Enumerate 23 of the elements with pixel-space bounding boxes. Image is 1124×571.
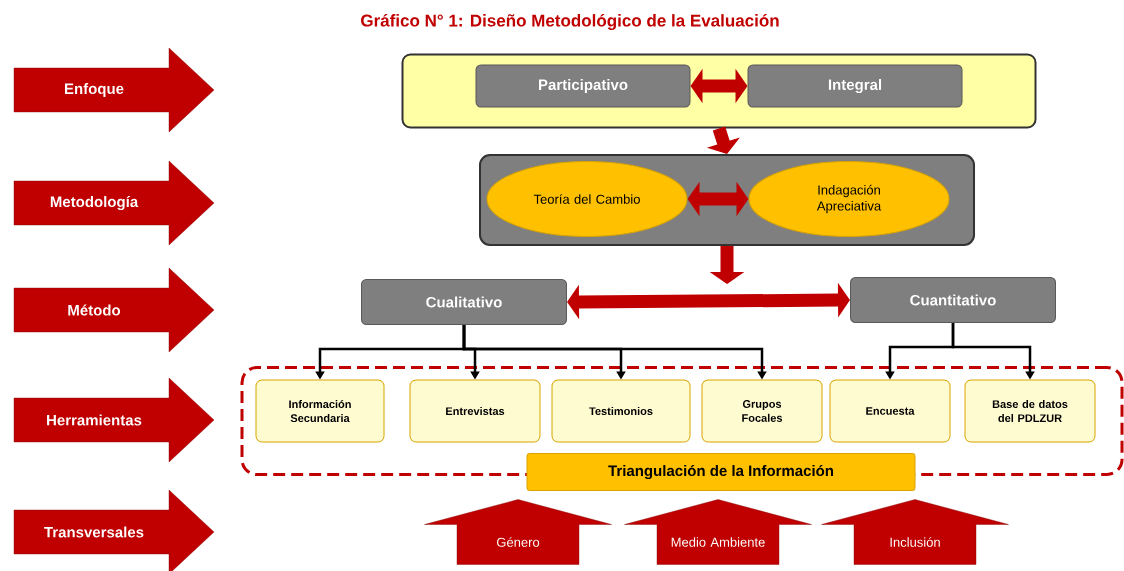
tool-box: Grupos Focales: [701, 379, 823, 443]
row-label: Herramientas: [13, 377, 215, 463]
arrow: [687, 181, 749, 217]
tool-box: Base de datos del PDLZUR: [964, 379, 1096, 443]
tool-box: Información Secundaria: [255, 379, 385, 443]
title: Gráfico N° 1: Diseño Metodológico de la Evaluación: [361, 13, 779, 31]
tool-box: Encuesta: [829, 379, 951, 443]
arrow: [690, 68, 748, 104]
process-box: Integral: [747, 64, 963, 108]
row-label: Metodología: [13, 160, 215, 246]
theme-banner: Inclusión: [821, 499, 1009, 565]
theme-banner: Género: [424, 499, 612, 565]
tool-box: Entrevistas: [409, 379, 541, 443]
row-label: Enfoque: [13, 47, 215, 133]
tool-box: Testimonios: [551, 379, 691, 443]
process-box: Cualitativo: [361, 279, 567, 325]
row-label: Método: [13, 267, 215, 353]
process-box: Cuantitativo: [850, 277, 1056, 323]
theme-banner: Medio Ambiente: [624, 499, 812, 565]
result-box: Triangulación de la Información: [526, 453, 916, 491]
row-label: Transversales: [13, 489, 215, 571]
arrow: [567, 282, 850, 320]
process-box: Participativo: [475, 64, 691, 108]
